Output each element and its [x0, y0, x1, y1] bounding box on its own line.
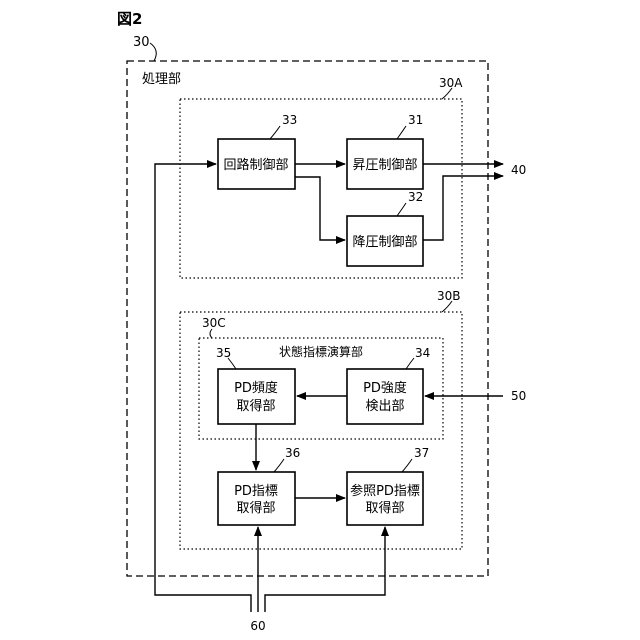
wire-buck-to-40	[423, 176, 503, 240]
ref-31: 31	[408, 113, 423, 127]
pd-index-label-1: PD指標	[234, 484, 278, 499]
wire-60-to-ref-pd-index	[265, 527, 385, 612]
ref-30a: 30A	[439, 76, 463, 90]
ref-32-leader	[397, 203, 406, 216]
ref-30c: 30C	[202, 316, 226, 330]
pd-frequency-label-2: 取得部	[236, 398, 275, 414]
ref-34: 34	[415, 346, 430, 360]
ref-33-leader	[270, 126, 280, 139]
ref-50: 50	[511, 389, 526, 403]
pd-intensity-label-1: PD強度	[363, 380, 407, 396]
group-30c-label: 状態指標演算部	[279, 344, 363, 359]
ref-36: 36	[285, 446, 300, 460]
ref-pd-index-label-1: 参照PD指標	[350, 483, 420, 499]
ref-40: 40	[511, 163, 526, 177]
pd-frequency-label-1: PD頻度	[234, 380, 278, 396]
ref-37: 37	[414, 446, 429, 460]
ref-33: 33	[282, 113, 297, 127]
ref-30-leader	[150, 43, 156, 61]
ref-60: 60	[250, 619, 265, 633]
processing-unit-frame	[127, 61, 488, 576]
buck-control-label: 降圧制御部	[352, 235, 417, 250]
ref-34-leader	[406, 358, 414, 369]
wire-circuit-to-buck	[295, 177, 345, 240]
figure-title: 図2	[117, 10, 142, 28]
pd-intensity-label-2: 検出部	[365, 399, 404, 414]
ref-30: 30	[133, 35, 150, 50]
pd-intensity-block	[347, 369, 423, 424]
ref-31-leader	[397, 126, 406, 139]
processing-unit-label: 処理部	[142, 72, 181, 87]
ref-35: 35	[216, 346, 231, 360]
ref-37-leader	[402, 459, 412, 472]
ref-32: 32	[408, 190, 423, 204]
pd-frequency-block	[218, 369, 295, 424]
ref-30c-leader	[210, 329, 212, 338]
ref-30b: 30B	[437, 289, 461, 303]
ref-pd-index-label-2: 取得部	[365, 500, 404, 516]
boost-control-label: 昇圧制御部	[352, 158, 417, 173]
circuit-control-label: 回路制御部	[223, 157, 288, 173]
ref-36-leader	[274, 459, 284, 472]
pd-index-label-2: 取得部	[236, 500, 275, 516]
